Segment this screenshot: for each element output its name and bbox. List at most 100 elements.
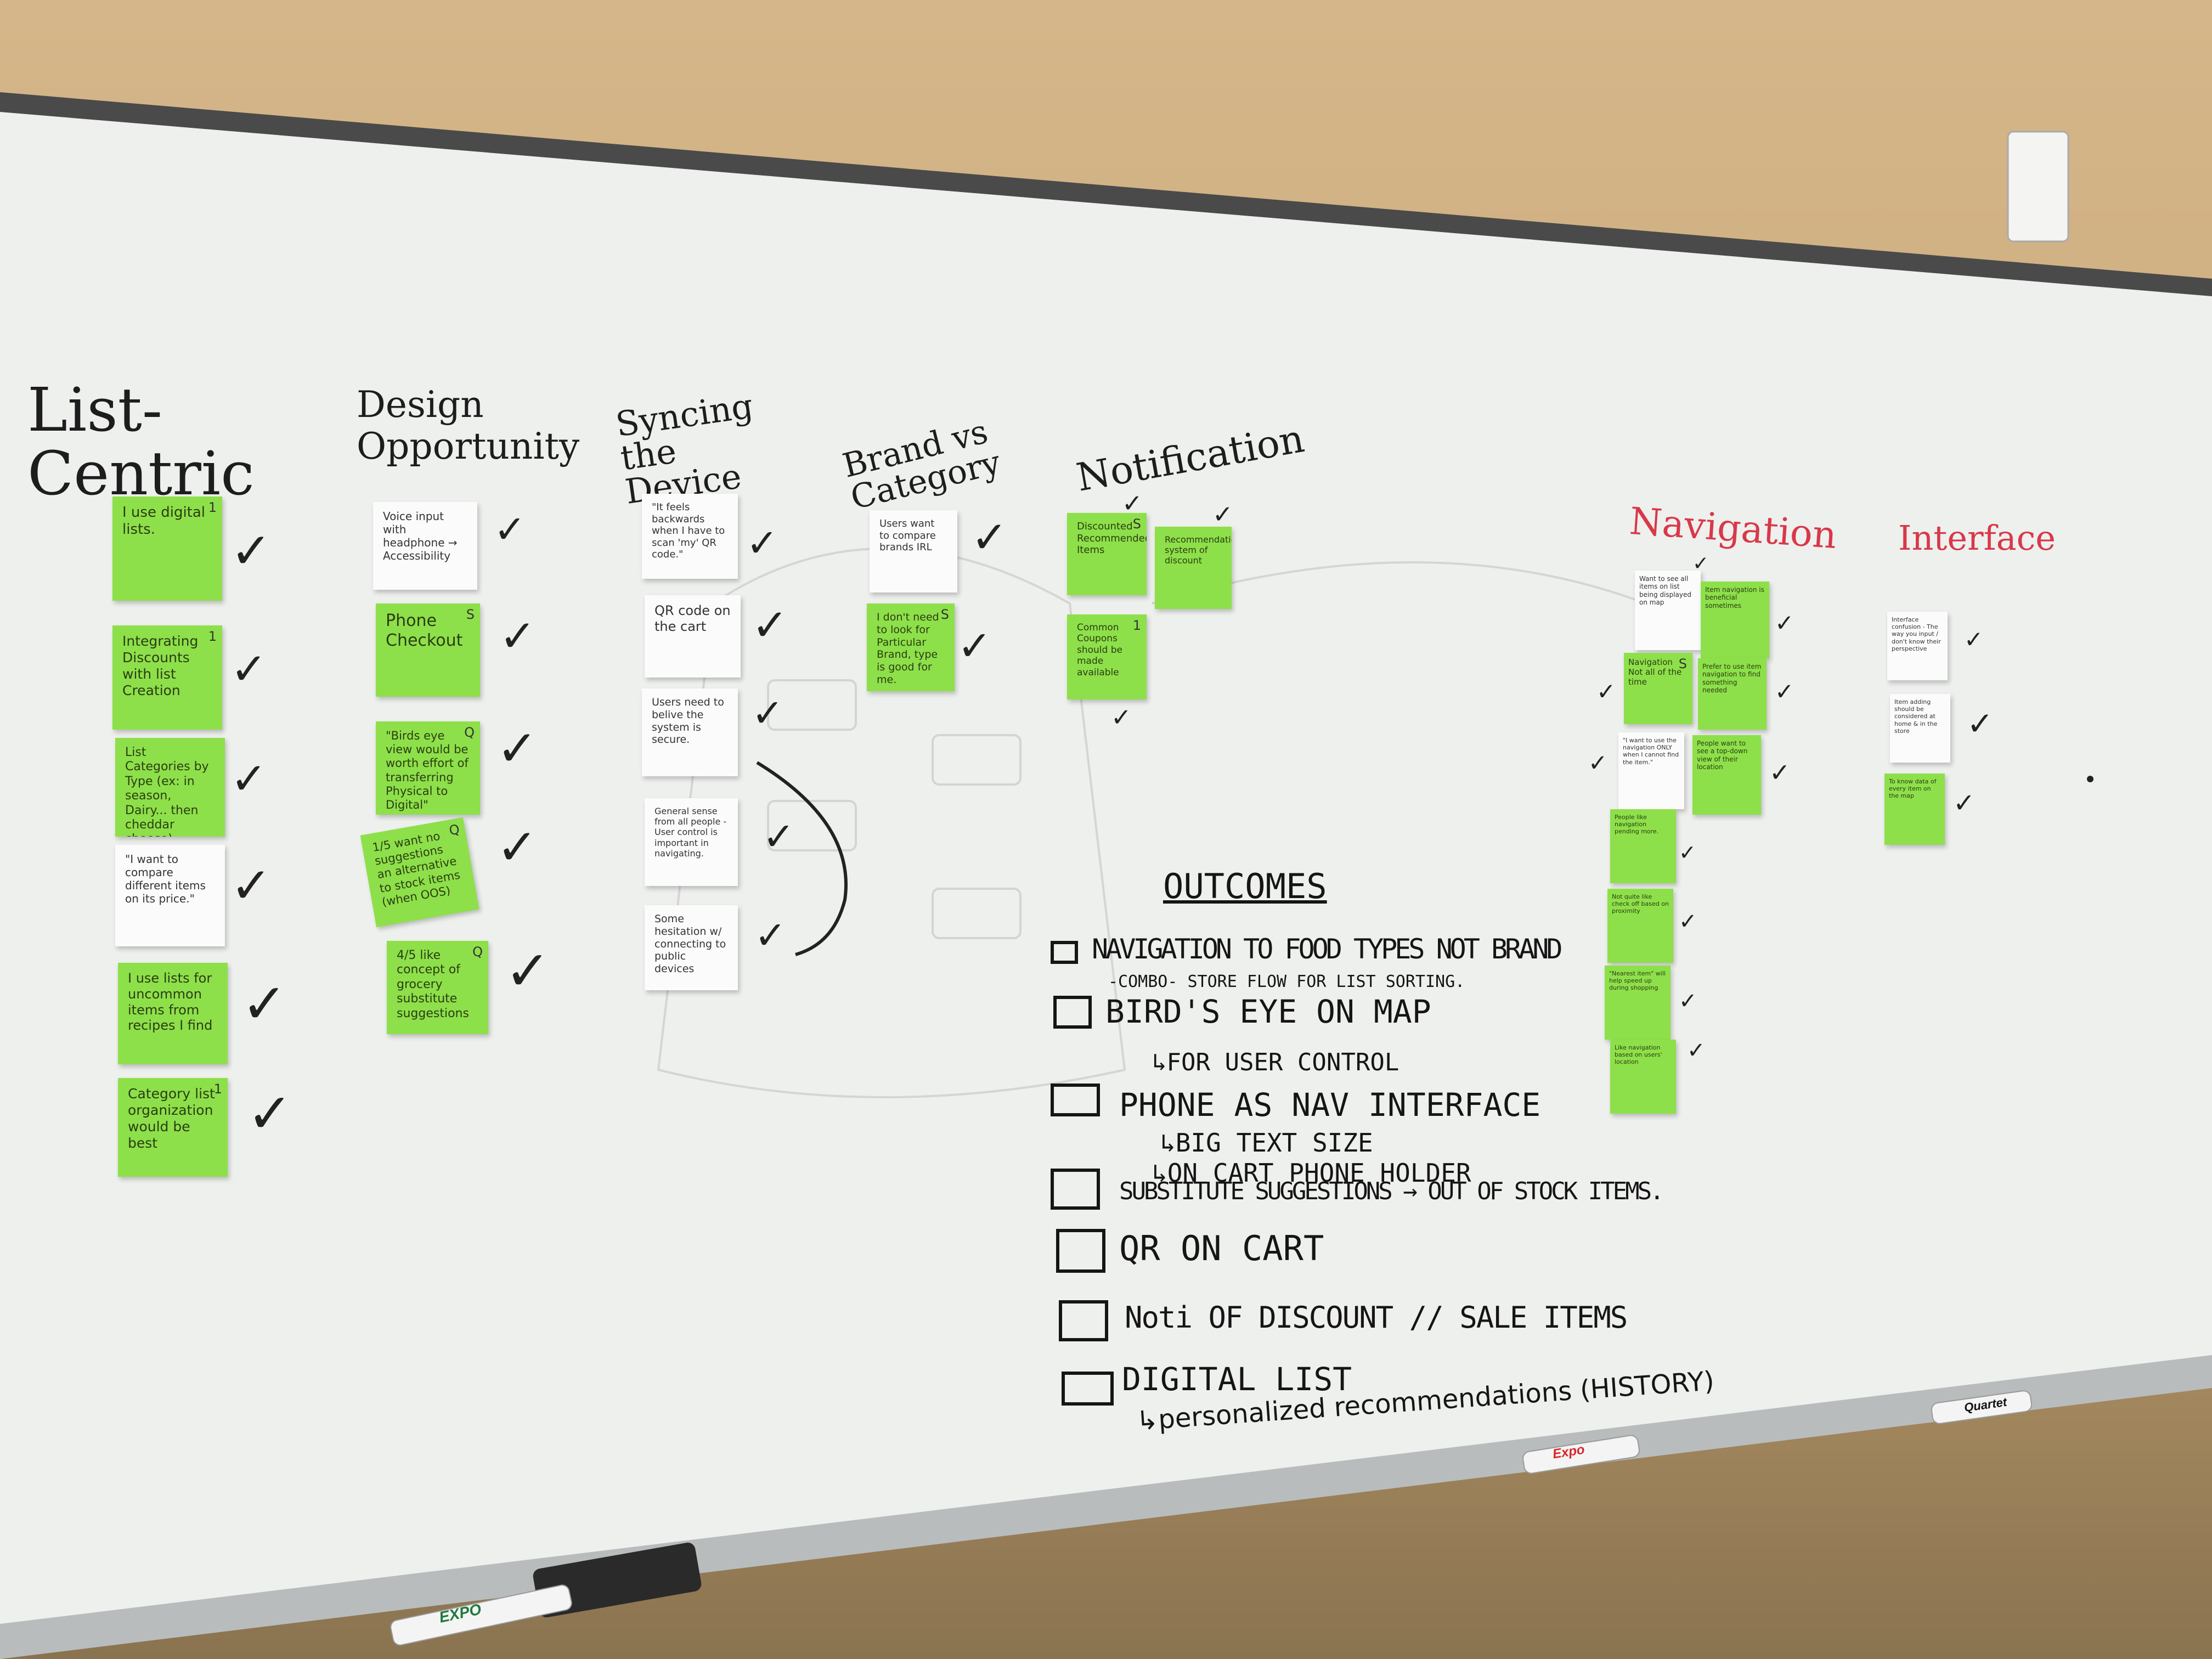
note-text: People like navigation pending more. — [1615, 814, 1659, 836]
sticky-note: "I want to use the navigation ONLY when … — [1618, 732, 1684, 809]
note-text: Phone Checkout — [386, 611, 463, 650]
check-mark: ✓ — [1692, 552, 1709, 575]
check-mark: ✓ — [1679, 909, 1697, 934]
sticky-note: Category list organization would be best… — [118, 1078, 228, 1177]
outcome-item: NAVIGATION TO FOOD TYPES NOT BRAND — [1092, 933, 1562, 965]
note-text: I don't need to look for Particular Bran… — [877, 611, 939, 686]
marker-dot — [2087, 776, 2094, 782]
check-mark: ✓ — [1964, 626, 1984, 653]
sticky-note: To know data of every item on the map — [1884, 774, 1945, 845]
note-text: Item adding should be considered at home… — [1894, 698, 1938, 735]
note-text: Integrating Discounts with list Creation — [122, 633, 199, 698]
check-mark: ✓ — [1679, 989, 1697, 1014]
check-mark: ✓ — [971, 512, 1008, 563]
column-heading-interface: Interface — [1898, 518, 2056, 558]
note-text: "Birds eye view would be worth effort of… — [386, 729, 469, 811]
note-text: Voice input with headphone → Accessibili… — [383, 510, 458, 562]
sticky-note: "Birds eye view would be worth effort of… — [376, 721, 480, 815]
sticky-note: "I want to compare different items on it… — [115, 845, 225, 946]
note-text: "I want to compare different items on it… — [125, 853, 206, 905]
check-mark: ✓ — [1679, 840, 1696, 865]
outcome-item: QR ON CART — [1119, 1228, 1324, 1268]
note-text: Category list organization would be best — [128, 1086, 215, 1151]
check-mark: ✓ — [957, 622, 992, 670]
sticky-note: Recommendation system of discount — [1155, 527, 1232, 609]
checkbox — [1059, 1300, 1108, 1341]
column-heading-design-opportunity: Design Opportunity — [357, 383, 580, 467]
checkbox — [1062, 1372, 1114, 1406]
sticky-note: Discounted Recommended Items S — [1067, 513, 1147, 595]
note-text: Navigation Not all of the time — [1628, 657, 1682, 687]
note-text: QR code on the cart — [654, 603, 731, 634]
note-text: Users want to compare brands IRL — [879, 518, 936, 554]
board-top-frame — [0, 92, 2212, 296]
sticky-note: I use lists for uncommon items from reci… — [118, 963, 228, 1064]
note-text: Recommendation system of discount — [1165, 534, 1232, 566]
note-text: Not quite like check off based on proxim… — [1612, 893, 1669, 915]
check-mark: ✓ — [230, 522, 272, 580]
checkbox — [1051, 1169, 1100, 1210]
sticky-note: Some hesitation w/ connecting to public … — [645, 905, 738, 990]
sticky-note: General sense from all people - User con… — [645, 798, 738, 886]
sticky-note: I don't need to look for Particular Bran… — [867, 603, 955, 691]
column-heading-list-centric: List-Centric — [27, 375, 255, 509]
sticky-note: Integrating Discounts with list Creation… — [112, 625, 222, 730]
check-mark: ✓ — [496, 720, 538, 777]
check-mark: ✓ — [746, 521, 778, 566]
note-text: List Categories by Type (ex: in season, … — [125, 746, 209, 837]
note-text: 1/5 want no suggestions an alternative t… — [371, 829, 461, 909]
checkbox — [1051, 1084, 1100, 1116]
check-mark: ✓ — [1111, 703, 1132, 732]
note-text: 4/5 like concept of grocery substitute s… — [397, 949, 469, 1020]
sticky-note: Users need to belive the system is secur… — [642, 689, 738, 776]
check-mark: ✓ — [763, 814, 795, 859]
outcome-item: BIRD'S EYE ON MAP — [1105, 993, 1431, 1030]
check-mark: ✓ — [1122, 489, 1143, 518]
board-surface — [0, 99, 2212, 1659]
check-mark: ✓ — [496, 819, 538, 876]
note-text: Like navigation based on users' location — [1615, 1044, 1662, 1066]
note-tag: S — [1132, 516, 1141, 532]
check-mark: ✓ — [230, 857, 272, 915]
note-tag: Q — [464, 725, 475, 740]
note-tag: 1 — [213, 1081, 222, 1097]
note-text: Interface confusion - The way you input … — [1892, 616, 1941, 652]
thermostat — [2007, 131, 2069, 242]
note-tag: Q — [472, 944, 483, 960]
sticky-note: "Nearest item" will help speed up during… — [1605, 966, 1671, 1040]
note-text: Want to see all items on list being disp… — [1639, 575, 1691, 607]
bracket-line — [756, 761, 848, 956]
sticky-note: Users want to compare brands IRL — [870, 510, 957, 592]
note-text: Common Coupons should be made available — [1077, 622, 1122, 678]
check-mark: ✓ — [1967, 705, 1994, 742]
note-text: General sense from all people - User con… — [654, 806, 727, 859]
check-mark: ✓ — [499, 611, 537, 662]
sticky-note: 4/5 like concept of grocery substitute s… — [387, 941, 488, 1034]
check-mark: ✓ — [1588, 749, 1608, 776]
note-text: Prefer to use item navigation to find so… — [1702, 663, 1762, 695]
note-tag: 1 — [208, 500, 217, 515]
check-mark: ✓ — [1775, 610, 1795, 636]
sticky-note: People want to see a top-down view of th… — [1692, 735, 1761, 815]
outcome-item: PHONE AS NAV INTERFACE — [1119, 1086, 1541, 1124]
check-mark: ✓ — [505, 939, 551, 1003]
sticky-note: Prefer to use item navigation to find so… — [1698, 658, 1767, 730]
note-text: I use lists for uncommon items from reci… — [128, 970, 213, 1034]
checkbox — [1053, 996, 1092, 1029]
check-mark: ✓ — [247, 1081, 293, 1146]
note-text: "Nearest item" will help speed up during… — [1609, 970, 1666, 992]
check-mark: ✓ — [1596, 678, 1616, 705]
check-mark: ✓ — [230, 644, 268, 695]
check-mark: ✓ — [1775, 678, 1795, 705]
sticky-note: Not quite like check off based on proxim… — [1607, 889, 1673, 963]
check-mark: ✓ — [1687, 1038, 1706, 1063]
note-text: Item navigation is beneficial sometimes — [1705, 586, 1764, 610]
outcome-item: DIGITAL LIST — [1122, 1361, 1352, 1398]
sticky-note: Item navigation is beneficial sometimes — [1701, 582, 1769, 658]
sticky-note: Common Coupons should be made available … — [1067, 614, 1147, 699]
note-text: Users need to belive the system is secur… — [652, 696, 724, 746]
note-text: I use digital lists. — [122, 504, 206, 538]
outcome-sub: -COMBO- STORE FLOW FOR LIST SORTING. — [1108, 972, 1465, 991]
check-mark: ✓ — [1953, 788, 1976, 819]
